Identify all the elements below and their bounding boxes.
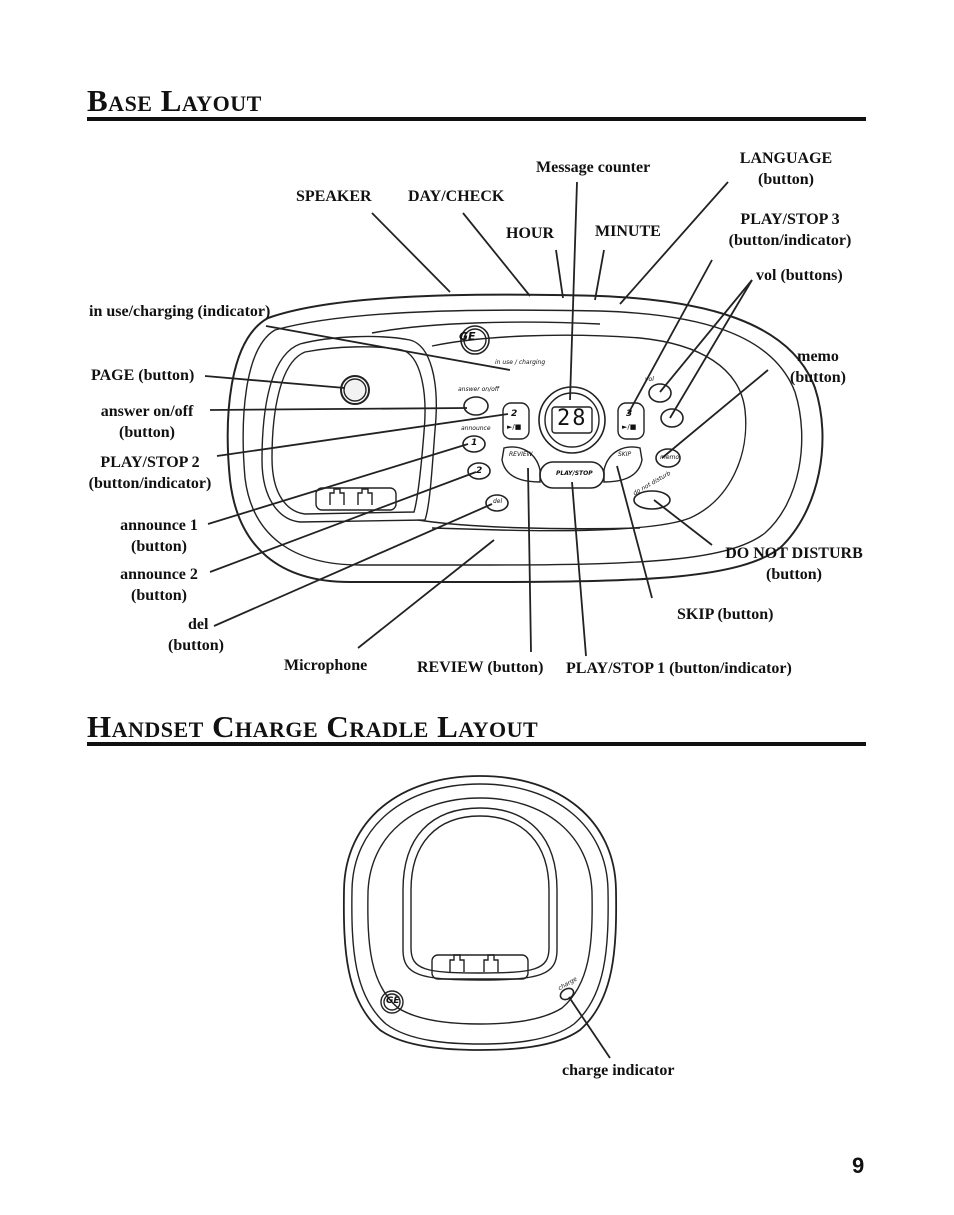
device-del-text: del [493, 498, 503, 505]
device-vol-text: vol [645, 376, 654, 383]
label-del-line2: (button) [168, 637, 225, 654]
label-in-use-charging: in use/charging (indicator) [89, 303, 271, 320]
message-counter-bezel [538, 386, 606, 454]
label-dnd-line2: (button) [765, 566, 822, 583]
label-vol: vol (buttons) [756, 267, 843, 284]
cradle-layout-rule [87, 742, 866, 746]
label-announce-1-line1: announce 1 [120, 517, 198, 534]
label-answer-line1: answer on/off [100, 403, 194, 420]
label-memo: memo (button) [768, 346, 868, 388]
page-button-shape [340, 375, 370, 405]
device-btn-2a-text: 2 [476, 466, 483, 476]
device-memo-text: memo [660, 454, 680, 461]
device-play2-icon: ►/■ [507, 423, 522, 431]
cradle-well [402, 807, 558, 981]
cradle-layout-title: Handset Charge Cradle Layout [87, 709, 539, 744]
label-page: PAGE (button) [91, 367, 195, 384]
ge-logo-text: GE [459, 330, 476, 343]
device-btn-2-text: 2 [511, 409, 518, 419]
label-charge-indicator: charge indicator [562, 1062, 675, 1079]
label-del: del (button) [168, 614, 224, 656]
label-memo-line2: (button) [789, 369, 846, 386]
label-play-stop-3: PLAY/STOP 3 (button/indicator) [710, 209, 870, 251]
base-layout-title: Base Layout [87, 83, 262, 118]
label-announce-1-line2: (button) [130, 538, 187, 555]
device-in-use-text: in use / charging [495, 359, 546, 366]
label-skip: SKIP (button) [677, 606, 774, 623]
label-play-stop-2-line2: (button/indicator) [88, 475, 212, 492]
label-microphone: Microphone [284, 657, 368, 674]
label-answer-line2: (button) [118, 424, 175, 441]
label-del-line1: del [188, 616, 209, 633]
label-day-check: DAY/CHECK [408, 188, 505, 205]
base-outer-shell [226, 293, 824, 583]
label-language: LANGUAGE (button) [726, 148, 846, 190]
label-announce-1: announce 1 (button) [104, 515, 214, 557]
label-announce-2: announce 2 (button) [104, 564, 214, 606]
label-speaker: SPEAKER [296, 188, 372, 205]
base-inner-shell [242, 309, 803, 566]
base-layout-rule [87, 117, 866, 121]
cradle-ge-logo-shape [380, 990, 404, 1014]
label-language-line2: (button) [757, 171, 814, 188]
device-btn-3-text: 3 [626, 409, 633, 419]
device-btn-1-text: 1 [471, 438, 478, 448]
label-language-line1: LANGUAGE [739, 150, 833, 167]
device-review-text: REVIEW [509, 451, 533, 458]
device-play3-icon: ►/■ [622, 423, 637, 431]
device-announce-text: announce [461, 425, 491, 432]
device-play-stop-text: PLAY/STOP [556, 470, 593, 477]
label-answer-on-off: answer on/off (button) [82, 401, 212, 443]
base-cradle-well [261, 335, 437, 523]
label-announce-2-line2: (button) [130, 587, 187, 604]
label-dnd-line1: DO NOT DISTURB [725, 545, 863, 562]
device-skip-text: SKIP [618, 451, 632, 458]
label-play-stop-3-line1: PLAY/STOP 3 [740, 211, 840, 228]
label-message-counter: Message counter [536, 159, 651, 176]
label-play-stop-2-line1: PLAY/STOP 2 [100, 454, 200, 471]
device-answer-text: answer on/off [458, 386, 500, 393]
label-minute: MINUTE [595, 223, 661, 240]
label-hour: HOUR [506, 225, 554, 242]
cradle-outer-shell [342, 775, 618, 1051]
label-play-stop-3-line2: (button/indicator) [728, 232, 852, 249]
device-counter-display: 28 [557, 406, 588, 431]
cradle-ge-logo-text: GE [386, 996, 400, 1006]
label-do-not-disturb: DO NOT DISTURB (button) [708, 543, 880, 585]
label-play-stop-1: PLAY/STOP 1 (button/indicator) [566, 660, 792, 677]
page-number: 9 [852, 1153, 865, 1178]
label-review: REVIEW (button) [417, 659, 544, 676]
label-memo-line1: memo [797, 348, 839, 365]
label-announce-2-line1: announce 2 [120, 566, 198, 583]
label-play-stop-2: PLAY/STOP 2 (button/indicator) [72, 452, 228, 494]
